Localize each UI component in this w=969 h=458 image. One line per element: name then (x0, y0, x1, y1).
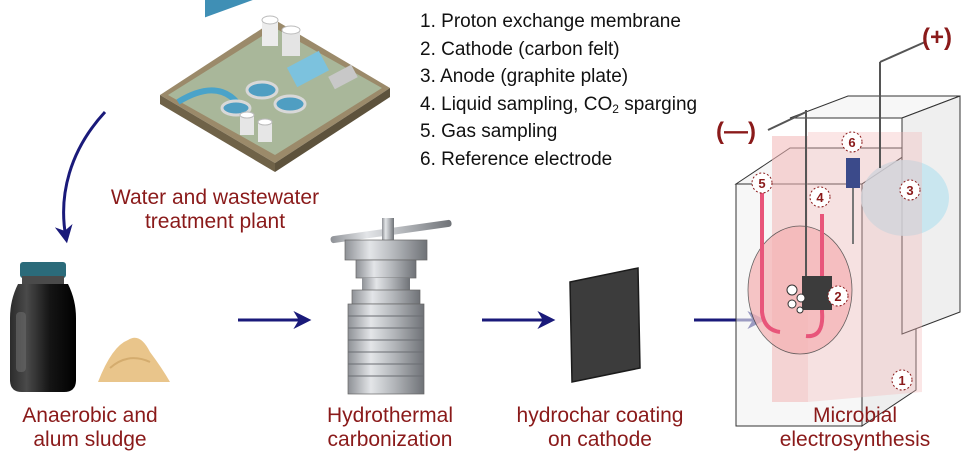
marker-1: 1 (891, 369, 913, 391)
svg-text:3: 3 (906, 183, 913, 198)
legend-item-3: 3. Anode (graphite plate) (420, 66, 629, 87)
alum-sludge-pile-illustration (98, 337, 170, 382)
mes-reactor-illustration (734, 41, 961, 427)
sludge-bottle-illustration (10, 262, 76, 392)
hydrochar-coated-cathode-illustration (569, 267, 641, 383)
legend-item-5: 5. Gas sampling (420, 121, 558, 142)
svg-text:2: 2 (834, 289, 841, 304)
svg-text:5: 5 (758, 176, 765, 191)
svg-text:1: 1 (898, 373, 905, 388)
marker-4: 4 (809, 186, 831, 208)
svg-text:6: 6 (848, 135, 855, 150)
flow-arrow-plant-to-sludge (54, 110, 107, 244)
htc-reactor-illustration (330, 218, 452, 395)
treatment-plant-illustration (160, 0, 390, 172)
positive-terminal-label: (+) (922, 24, 952, 51)
marker-2: 2 (827, 285, 849, 307)
legend-item-4: 4. Liquid sampling, CO2 sparging (420, 93, 698, 116)
marker-3: 3 (899, 179, 921, 201)
svg-text:4: 4 (816, 190, 824, 205)
legend-item-2: 2. Cathode (carbon felt) (420, 38, 620, 60)
marker-5: 5 (751, 172, 773, 194)
marker-6: 6 (841, 131, 863, 153)
negative-terminal-label: (—) (716, 118, 756, 145)
legend-item-6: 6. Reference electrode (420, 148, 613, 170)
legend-item-1: 1. Proton exchange membrane (420, 11, 681, 32)
component-legend: 1. Proton exchange membrane 2. Cathode (… (420, 8, 697, 173)
